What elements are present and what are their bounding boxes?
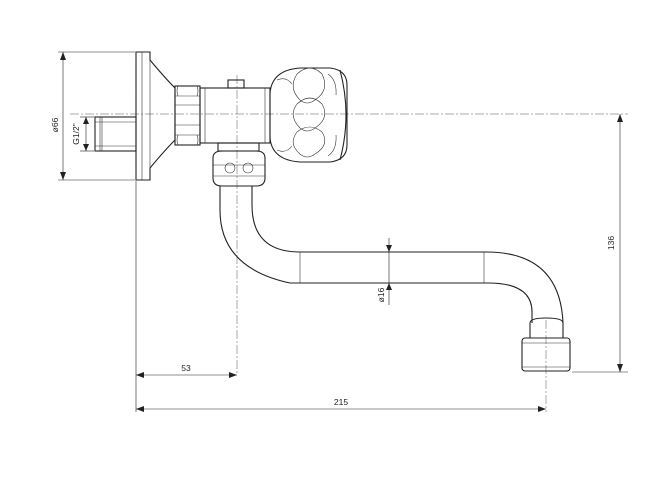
wall-rosette bbox=[135, 51, 176, 181]
dimension-thread: G1/2" bbox=[71, 116, 94, 152]
dimension-offset: 53 bbox=[135, 181, 237, 412]
offset-label: 53 bbox=[181, 363, 191, 373]
threaded-connector bbox=[94, 116, 137, 152]
thread-label: G1/2" bbox=[71, 123, 81, 144]
hex-nut bbox=[174, 85, 201, 146]
aerator bbox=[521, 317, 571, 372]
center-lines bbox=[70, 75, 628, 412]
diameter-rosette-label: ø66 bbox=[50, 117, 60, 132]
height-label: 136 bbox=[606, 236, 616, 250]
spout-diameter-label: ø16 bbox=[376, 287, 386, 302]
dimension-rosette-diameter: ø66 bbox=[50, 51, 135, 181]
dimension-spout-diameter: ø16 bbox=[376, 238, 392, 305]
dimension-height: 136 bbox=[572, 114, 628, 373]
reach-label: 215 bbox=[334, 397, 348, 407]
spout-tube bbox=[219, 186, 564, 324]
spout-swivel-nut bbox=[212, 142, 266, 187]
valve-body bbox=[199, 79, 271, 144]
handle-knob bbox=[269, 67, 348, 163]
dimension-reach: 215 bbox=[136, 397, 546, 412]
